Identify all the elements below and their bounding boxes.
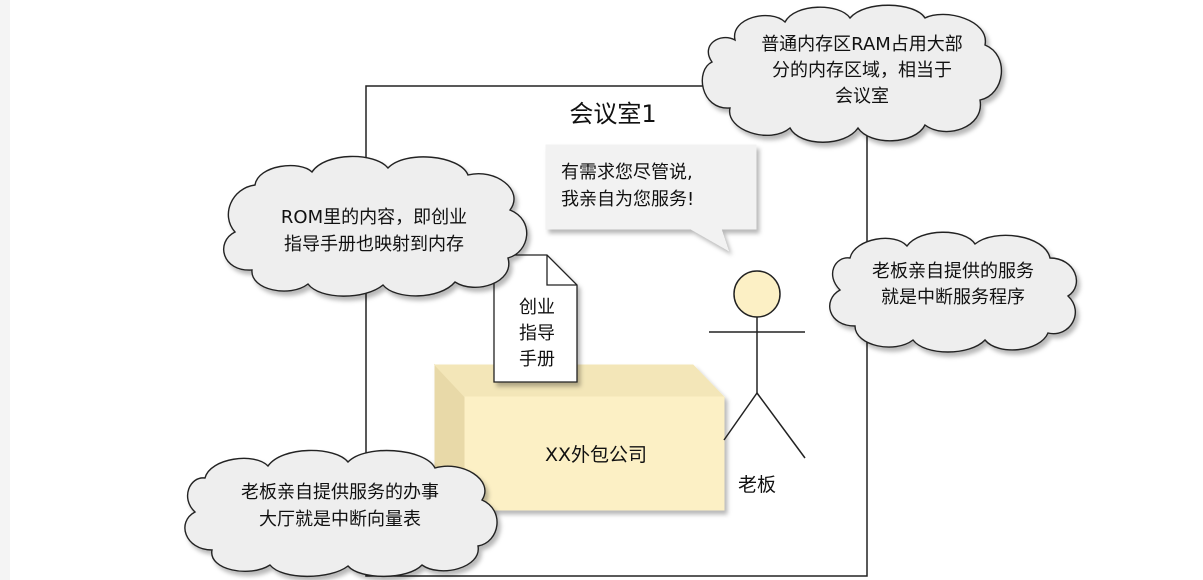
cloud-ram-line-3: 会议室 — [835, 86, 889, 107]
company-box-top — [433, 364, 726, 398]
cloud-isr-line-2: 就是中断服务程序 — [881, 287, 1025, 308]
cloud-vector-table — [184, 449, 498, 578]
actor-name: 老板 — [738, 474, 776, 496]
speech-note-line-1: 有需求您尽管说, — [561, 162, 693, 183]
manual-document — [493, 254, 578, 383]
cloud-ram-line-2: 分的内存区域，相当于 — [772, 60, 952, 81]
speech-note — [545, 144, 757, 252]
cloud-isr — [829, 231, 1078, 353]
cloud-rom — [223, 155, 528, 297]
cloud-isr-line-1: 老板亲自提供的服务 — [872, 261, 1034, 282]
actor-head-icon — [733, 270, 781, 318]
manual-line-1: 创业 — [519, 297, 555, 318]
left-edge-strip — [0, 0, 10, 580]
cloud-ram-line-1: 普通内存区RAM占用大部 — [761, 34, 963, 55]
manual-line-3: 手册 — [519, 349, 555, 370]
speech-note-line-2: 我亲自为您服务! — [561, 189, 694, 210]
boss-actor — [709, 270, 806, 459]
cloud-vector-line-1: 老板亲自提供服务的办事 — [241, 482, 439, 503]
manual-line-2: 指导 — [519, 323, 555, 344]
cloud-ram — [701, 4, 1002, 143]
cloud-rom-line-1: ROM里的内容，即创业 — [281, 207, 467, 228]
company-box-label: XX外包公司 — [545, 444, 647, 466]
cloud-rom-line-2: 指导手册也映射到内存 — [284, 234, 464, 255]
company-box — [433, 363, 726, 512]
company-box-front — [464, 396, 725, 511]
meeting-room-title: 会议室1 — [569, 100, 656, 128]
cloud-vector-line-2: 大厅就是中断向量表 — [259, 509, 421, 530]
